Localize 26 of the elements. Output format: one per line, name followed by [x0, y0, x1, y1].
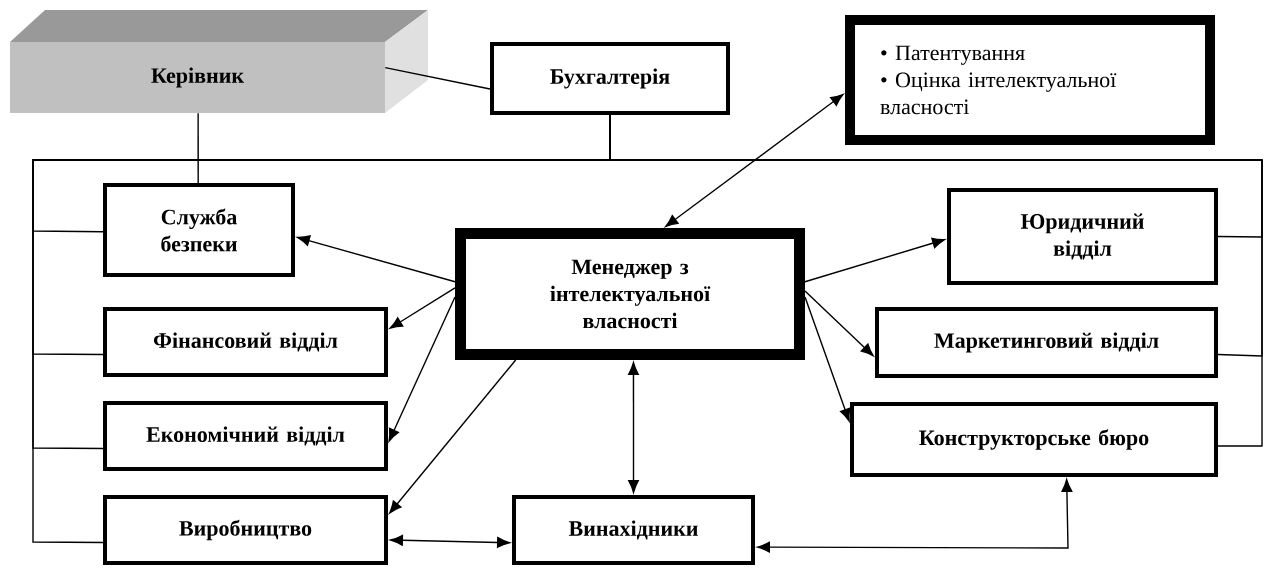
department-box: Бухгалтерія: [490, 42, 730, 115]
department-box: Винахідники: [512, 495, 755, 565]
connector-line: [384, 66, 491, 90]
arrow: [757, 479, 1073, 553]
department-box: Маркетинговий відділ: [875, 307, 1218, 378]
department-box: Економічний відділ: [103, 401, 388, 471]
arrow: [388, 296, 456, 442]
arrow: [389, 359, 517, 514]
arrow: [390, 534, 510, 548]
arrow: [296, 235, 456, 283]
arrow: [804, 296, 851, 422]
department-box: Конструкторське бюро: [850, 402, 1218, 477]
connector-line: [197, 112, 199, 184]
connector-line: [609, 114, 1263, 447]
arrow: [665, 93, 844, 228]
department-box: Служба безпеки: [103, 183, 295, 277]
task-box: • Патентування • Оцінка інтелектуальної власності: [845, 15, 1215, 145]
block-box: Керівник: [10, 10, 428, 113]
arrow: [804, 237, 946, 283]
arrow: [389, 287, 456, 329]
arrow: [628, 362, 639, 493]
department-box: Юридичний відділ: [947, 188, 1218, 285]
department-box: Фінансовий відділ: [103, 307, 388, 377]
manager-box: Менеджер з інтелектуальної власності: [455, 228, 805, 360]
arrow: [804, 290, 874, 357]
department-box: Виробництво: [103, 495, 388, 565]
